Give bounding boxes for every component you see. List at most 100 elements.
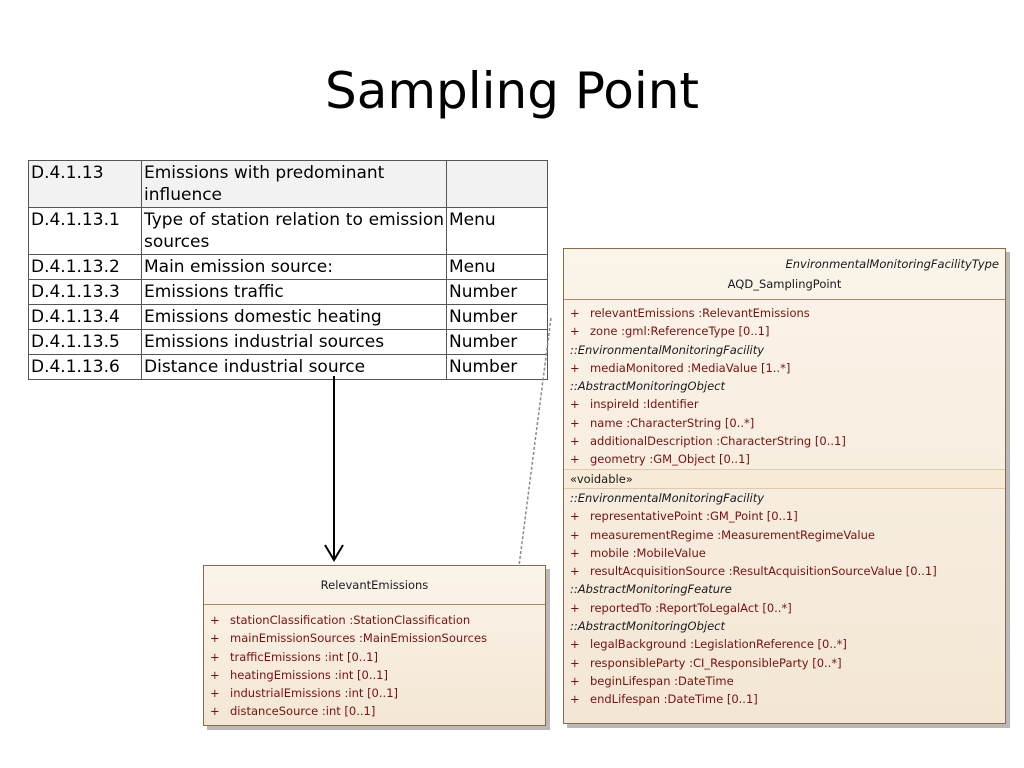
visibility-plus: + xyxy=(570,527,580,542)
attribute-text: distanceSource :int [0..1] xyxy=(230,704,376,719)
visibility-plus: + xyxy=(570,306,580,320)
namespace-label: ::AbstractMonitoringObject xyxy=(570,619,725,634)
class-name: AQD_SamplingPoint xyxy=(727,277,842,291)
row-code: D.4.1.13.3 xyxy=(28,279,142,305)
visibility-plus: + xyxy=(210,686,220,701)
attribute-row: + resultAcquisitionSource :ResultAcquisit… xyxy=(564,562,1005,580)
attribute-text: geometry :GM_Object [0..1] xyxy=(590,452,750,467)
attribute-row: + reportedTo :ReportToLegalAct [0..*] xyxy=(564,599,1005,617)
visibility-plus: + xyxy=(570,692,580,707)
row-type xyxy=(446,160,548,208)
attribute-text: resultAcquisitionSource :ResultAcquisiti… xyxy=(590,564,937,579)
attribute-text: name :CharacterString [0..*] xyxy=(590,415,755,430)
row-type: Menu xyxy=(446,207,548,255)
class-name: RelevantEmissions xyxy=(204,566,545,605)
visibility-plus: + xyxy=(570,434,580,449)
attribute-row: + legalBackground :LegislationReference [… xyxy=(564,635,1005,653)
attribute-text: measurementRegime :MeasurementRegimeValu… xyxy=(590,527,875,542)
visibility-plus: + xyxy=(570,324,580,339)
attribute-row: + additionalDescription :CharacterString … xyxy=(564,432,1005,450)
namespace-label: ::AbstractMonitoringFeature xyxy=(570,582,732,597)
emissions-spec-table: D.4.1.13 Emissions with predominant infl… xyxy=(28,160,548,380)
attribute-row: + responsibleParty :CI_ResponsibleParty [… xyxy=(564,654,1005,672)
row-code: D.4.1.13.4 xyxy=(28,304,142,330)
attribute-row: + measurementRegime :MeasurementRegimeVal… xyxy=(564,526,1005,544)
attribute-text: mobile :MobileValue xyxy=(590,545,706,560)
slide-title: Sampling Point xyxy=(324,62,700,120)
visibility-plus: + xyxy=(570,655,580,670)
attribute-text: relevantEmissions :RelevantEmissions xyxy=(590,306,810,320)
visibility-plus: + xyxy=(210,649,220,664)
aqd-sampling-point-class: EnvironmentalMonitoringFacilityType AQD_… xyxy=(563,248,1006,724)
visibility-plus: + xyxy=(570,545,580,560)
visibility-plus: + xyxy=(570,637,580,652)
row-label: Emissions industrial sources xyxy=(141,329,447,355)
visibility-plus: + xyxy=(570,600,580,615)
attribute-text: legalBackground :LegislationReference [0… xyxy=(590,637,847,652)
row-code: D.4.1.13.6 xyxy=(28,354,142,380)
attribute-text: trafficEmissions :int [0..1] xyxy=(230,649,378,664)
attribute-row: + mobile :MobileValue xyxy=(564,544,1005,562)
attribute-text: inspireId :Identifier xyxy=(590,397,699,412)
table-row: D.4.1.13 Emissions with predominant infl… xyxy=(28,160,548,208)
row-type: Number xyxy=(446,329,548,355)
attribute-text: mediaMonitored :MediaValue [1..*] xyxy=(590,360,791,375)
relevant-emissions-class: RelevantEmissions + stationClassification… xyxy=(203,565,546,726)
class-header: EnvironmentalMonitoringFacilityType AQD_… xyxy=(564,249,1005,300)
attribute-text: stationClassification :StationClassifica… xyxy=(230,613,471,627)
attribute-row: + beginLifespan :DateTime xyxy=(564,672,1005,690)
attribute-row: + mediaMonitored :MediaValue [1..*] xyxy=(564,359,1005,377)
attribute-text: responsibleParty :CI_ResponsibleParty [0… xyxy=(590,655,842,670)
visibility-plus: + xyxy=(570,452,580,467)
attribute-text: reportedTo :ReportToLegalAct [0..*] xyxy=(590,600,792,615)
class-stereotype: EnvironmentalMonitoringFacilityType xyxy=(785,257,999,271)
attribute-text: beginLifespan :DateTime xyxy=(590,673,734,688)
visibility-plus: + xyxy=(210,704,220,719)
attribute-text: endLifespan :DateTime [0..1] xyxy=(590,692,758,707)
attribute-row: + relevantEmissions :RelevantEmissions xyxy=(564,304,1005,322)
table-row: D.4.1.13.1 Type of station relation to e… xyxy=(28,207,548,255)
attribute-row: +name :CharacterString [0..*] xyxy=(564,414,1005,432)
row-type: Number xyxy=(446,304,548,330)
visibility-plus: + xyxy=(210,613,220,627)
visibility-plus: + xyxy=(210,667,220,682)
voidable-stereotype: «voidable» xyxy=(564,468,1005,489)
table-row: D.4.1.13.5 Emissions industrial sources … xyxy=(28,329,548,355)
namespace-label: ::EnvironmentalMonitoringFacility xyxy=(570,490,765,505)
row-label: Emissions with predominant influence xyxy=(141,160,447,208)
class-attributes: + relevantEmissions :RelevantEmissions + z… xyxy=(564,300,1005,709)
row-type: Number xyxy=(446,354,548,380)
row-label: Type of station relation to emission sou… xyxy=(141,207,447,255)
dashed-connector xyxy=(518,317,552,567)
visibility-plus: + xyxy=(570,564,580,579)
visibility-plus: + xyxy=(570,397,580,412)
attribute-text: additionalDescription :CharacterString [… xyxy=(590,434,846,449)
visibility-plus: + xyxy=(210,631,220,646)
row-label: Emissions domestic heating xyxy=(141,304,447,330)
attribute-row: + industrialEmissions :int [0..1] xyxy=(204,684,545,702)
row-label: Distance industrial source xyxy=(141,354,447,380)
attribute-row: + heatingEmissions :int [0..1] xyxy=(204,666,545,684)
attribute-row: + mainEmissionSources :MainEmissionSource… xyxy=(204,629,545,647)
attribute-text: zone :gml:ReferenceType [0..1] xyxy=(590,324,770,339)
attribute-row: + stationClassification :StationClassific… xyxy=(204,611,545,629)
row-label: Main emission source: xyxy=(141,254,447,280)
attribute-row: + inspireId :Identifier xyxy=(564,395,1005,413)
attribute-row: + distanceSource :int [0..1] xyxy=(204,702,545,720)
attribute-row: + zone :gml:ReferenceType [0..1] xyxy=(564,322,1005,340)
attribute-row: + representativePoint :GM_Point [0..1] xyxy=(564,507,1005,525)
visibility-plus: + xyxy=(570,360,580,375)
attribute-text: industrialEmissions :int [0..1] xyxy=(230,686,398,701)
namespace-label: ::AbstractMonitoringObject xyxy=(570,379,725,394)
table-row: D.4.1.13.4 Emissions domestic heating Nu… xyxy=(28,304,548,330)
row-code: D.4.1.13 xyxy=(28,160,142,208)
row-type: Menu xyxy=(446,254,548,280)
visibility-plus: + xyxy=(570,673,580,688)
attribute-text: representativePoint :GM_Point [0..1] xyxy=(590,509,798,524)
visibility-plus: + xyxy=(570,509,580,524)
attribute-text: heatingEmissions :int [0..1] xyxy=(230,667,388,682)
table-row: D.4.1.13.6 Distance industrial source Nu… xyxy=(28,354,548,380)
attribute-text: mainEmissionSources :MainEmissionSources xyxy=(230,631,488,646)
row-type: Number xyxy=(446,279,548,305)
